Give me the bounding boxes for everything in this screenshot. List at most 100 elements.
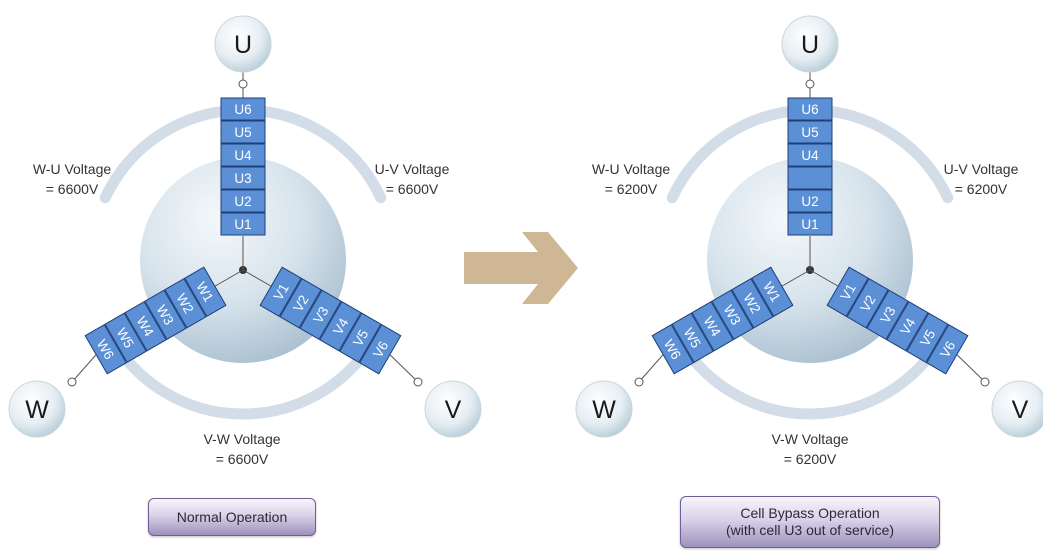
v-cell-label: V6 (937, 339, 958, 361)
w-cell-box (751, 266, 794, 317)
w-cell: W4 (691, 301, 734, 352)
cell-bypass-caption: Cell Bypass Operation (with cell U3 out … (680, 496, 940, 548)
v-cell: V6 (359, 324, 402, 375)
u-cell (787, 189, 833, 213)
w-cell-box (144, 289, 187, 340)
u-cell (220, 166, 266, 190)
uv-voltage-arc (245, 104, 387, 204)
v-phase-label: V (445, 396, 462, 424)
u-phase-node (781, 15, 839, 73)
u-cell-label: U4 (801, 148, 819, 163)
v-phase-label: V (1012, 396, 1029, 424)
v-cell-box (886, 301, 929, 352)
v-cell-label: V4 (330, 315, 351, 337)
v-cell-label: V2 (857, 293, 878, 315)
u-cell (220, 143, 266, 167)
w-terminal (634, 377, 644, 387)
v-cell-box (339, 312, 382, 363)
vw-voltage-value: = 6200V (784, 451, 837, 467)
v-cell-box (299, 289, 342, 340)
w-cell: W6 (84, 324, 127, 375)
v-cell-label: V1 (837, 281, 858, 303)
v-cell: V1 (259, 266, 302, 317)
w-terminal (67, 377, 77, 387)
wu-voltage-arc (99, 104, 241, 204)
w-cell-box (671, 312, 714, 363)
w-phase-node (8, 380, 66, 438)
v-cell: V6 (926, 324, 969, 375)
v-cell-box (259, 266, 302, 317)
caption-line-2: (with cell U3 out of service) (725, 522, 895, 538)
v-cell-box (906, 312, 949, 363)
u-cell-label: U2 (801, 194, 818, 209)
normal-operation-caption: Normal Operation (148, 498, 316, 536)
u-cell-label: U5 (801, 125, 818, 140)
v-cell-label: V3 (310, 304, 331, 326)
v-cell-box (866, 289, 909, 340)
uv-voltage-label: U-V Voltage (944, 161, 1019, 177)
w-cell: W1 (184, 266, 227, 317)
v-cell: V2 (279, 278, 322, 329)
u-terminal (238, 79, 248, 89)
v-cell: V2 (846, 278, 889, 329)
v-cell-box (319, 301, 362, 352)
wu-voltage-value: = 6600V (46, 181, 99, 197)
vw-voltage-value: = 6600V (216, 451, 269, 467)
w-lead-wire (71, 354, 97, 383)
v-cell-box (359, 324, 402, 375)
v-cell-label: V6 (370, 339, 391, 361)
w-neutral-wire (215, 269, 244, 287)
v-cell-label: V5 (350, 327, 371, 349)
u-cell (220, 212, 266, 236)
u-cell (787, 97, 833, 121)
wu-voltage-label: W-U Voltage (592, 161, 671, 177)
w-cell-box (691, 301, 734, 352)
w-neutral-wire (782, 269, 811, 287)
w-cell: W6 (651, 324, 694, 375)
v-cell-label: V1 (270, 281, 291, 303)
u-cell-label: U3 (234, 171, 251, 186)
w-lead-wire (638, 354, 664, 383)
u-cell-label: U6 (234, 102, 251, 117)
right-arrow-icon (464, 232, 578, 304)
v-lead-wire (956, 354, 986, 383)
u-cell (787, 212, 833, 236)
u-cell-label: U1 (801, 217, 818, 232)
v-neutral-wire (242, 269, 271, 287)
u-cell-label: U6 (801, 102, 818, 117)
w-cell-box (184, 266, 227, 317)
v-lead-wire (389, 354, 419, 383)
uv-voltage-arc (812, 104, 954, 204)
caption-line-1: Cell Bypass Operation (740, 505, 880, 521)
u-cell-label: U1 (234, 217, 251, 232)
vw-voltage-arc (105, 332, 381, 420)
u-cell-label: U5 (234, 125, 251, 140)
v-cell-box (846, 278, 889, 329)
w-cell-box (711, 289, 754, 340)
v-neutral-wire (809, 269, 838, 287)
w-cell-box (84, 324, 127, 375)
w-cell: W4 (124, 301, 167, 352)
v-cell-label: V5 (917, 327, 938, 349)
wu-voltage-label: W-U Voltage (33, 161, 112, 177)
vw-voltage-arc (672, 332, 948, 420)
vw-voltage-label: V-W Voltage (203, 431, 280, 447)
w-cell-box (164, 278, 207, 329)
u-cell (787, 166, 833, 190)
v-cell: V1 (826, 266, 869, 317)
w-cell: W3 (711, 289, 754, 340)
v-cell: V4 (886, 301, 929, 352)
w-cell: W2 (164, 278, 207, 329)
w-cell-box (104, 312, 147, 363)
v-cell-label: V3 (877, 304, 898, 326)
uv-voltage-value: = 6200V (955, 181, 1008, 197)
v-cell: V5 (906, 312, 949, 363)
v-terminal (413, 377, 423, 387)
u-phase-label: U (801, 31, 819, 59)
cell-bypass-diagram: U6U5U4U2U1V1V2V3V4V5V6W1W2W3W4W5W6UVWW-U… (575, 15, 1043, 467)
v-terminal (980, 377, 990, 387)
w-cell-box (651, 324, 694, 375)
u-cell (220, 189, 266, 213)
w-cell: W1 (751, 266, 794, 317)
